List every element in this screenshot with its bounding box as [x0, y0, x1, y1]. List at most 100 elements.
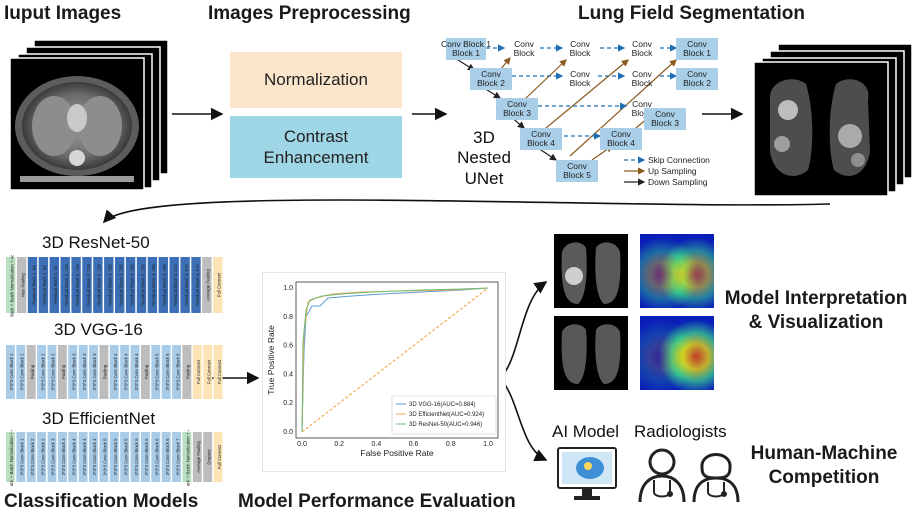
unet-legend-up: Up Sampling — [648, 166, 697, 176]
svg-text:Conv: Conv — [655, 109, 676, 119]
svg-text:Full Connect: Full Connect — [217, 272, 222, 297]
roc-curve-resnet — [301, 287, 489, 433]
roc-legend-vgg: 3D VGG-16(AUC=0.884) — [409, 402, 476, 408]
svg-text:3*3*3 Conv Block 7: 3*3*3 Conv Block 7 — [175, 438, 180, 476]
roc-x-tick: 0.8 — [446, 441, 456, 448]
svg-text:Residual Block 3, 256: Residual Block 3, 256 — [129, 264, 134, 306]
svg-text:Residual Block 1, 64: Residual Block 1, 64 — [53, 265, 58, 305]
architecture-layer: Full Connect — [192, 345, 202, 399]
svg-text:Conv Block + Batch Normalizati: Conv Block + Batch Normalization + Activ… — [9, 255, 14, 317]
svg-text:Block 3: Block 3 — [503, 108, 531, 118]
resnet-title: 3D ResNet-50 — [42, 233, 150, 252]
architecture-layer: 3*3*3 Conv Block 2 — [37, 432, 47, 482]
architecture-layer: 3*3*3 Conv Block 6 — [151, 432, 161, 482]
svg-text:Block 1: Block 1 — [683, 48, 711, 58]
svg-text:3*3*3 Conv Block 3: 3*3*3 Conv Block 3 — [51, 438, 56, 476]
roc-legend-resnet: 3D ResNet-50(AUC=0.946) — [409, 422, 482, 428]
architecture-layer: Dropout — [203, 432, 213, 482]
svg-text:Pooling: Pooling — [144, 364, 149, 379]
architecture-layer: Full Connect — [213, 257, 223, 313]
input-ct-stack — [9, 39, 169, 191]
svg-text:Residual Block 1, 64: Residual Block 1, 64 — [31, 265, 36, 305]
svg-text:3*3*3 Conv Block 6: 3*3*3 Conv Block 6 — [155, 438, 160, 476]
svg-text:Pooling: Pooling — [61, 364, 66, 379]
architecture-layer: 3*3*3 Conv Block 4 — [120, 345, 130, 399]
svg-text:3*3*3 Conv Block 5: 3*3*3 Conv Block 5 — [175, 353, 180, 391]
svg-text:3*3*3 Conv Block 1: 3*3*3 Conv Block 1 — [9, 353, 14, 391]
architecture-layer: 3*3*3 Conv Block 4 — [109, 345, 119, 399]
svg-text:Conv: Conv — [632, 69, 653, 79]
architecture-layer: Full Connect — [213, 345, 223, 399]
architecture-layer: 3*3*3 Conv Block 4 — [130, 345, 140, 399]
architecture-layer: 3*3*3 Conv Block 5 — [172, 345, 181, 399]
svg-text:Full Connect: Full Connect — [206, 359, 211, 384]
svg-text:3*3*3 Conv Block 4: 3*3*3 Conv Block 4 — [71, 438, 76, 476]
svg-text:Conv: Conv — [570, 39, 591, 49]
svg-text:Residual Block 2, 128: Residual Block 2, 128 — [86, 264, 91, 306]
architecture-layer: Pooling — [99, 345, 109, 399]
roc-ylabel: True Positive Rate — [266, 325, 276, 395]
resnet-architecture: Conv Block + Batch Normalization + Activ… — [6, 255, 223, 317]
architecture-layer: 3*3*3 Conv Block 5 — [151, 345, 161, 399]
architecture-layer: 3*3*3 Conv Block 2 — [37, 345, 47, 399]
svg-text:Block: Block — [570, 78, 592, 88]
svg-text:Conv: Conv — [687, 39, 708, 49]
svg-text:Residual Block 3, 256: Residual Block 3, 256 — [162, 264, 167, 306]
efficientnet-architecture: Conv Block + Batch Normalization + Activ… — [6, 430, 223, 486]
architecture-layer: 3*3*3 Conv Block 1 — [6, 345, 15, 399]
architecture-layer: Residual Block 3, 256 — [104, 257, 114, 313]
svg-text:Block: Block — [632, 78, 654, 88]
architecture-layer: 3*3*3 Conv Block 5 — [109, 432, 119, 482]
header-classification-models: Classification Models — [4, 491, 199, 512]
architecture-layer: Residual Block 3, 256 — [115, 257, 125, 313]
svg-text:Conv: Conv — [687, 69, 708, 79]
svg-text:3*3*3 Conv Block 2: 3*3*3 Conv Block 2 — [40, 353, 45, 391]
svg-text:Conv: Conv — [567, 161, 588, 171]
svg-text:3*3*3 Conv Block 1: 3*3*3 Conv Block 1 — [20, 438, 25, 476]
svg-text:3*3*3 Conv Block 6: 3*3*3 Conv Block 6 — [144, 438, 149, 476]
architecture-layer: Full Connect — [213, 432, 223, 482]
svg-text:Conv: Conv — [507, 99, 528, 109]
architecture-layer: Residual Block 3, 256 — [158, 257, 168, 313]
architecture-layer: Residual Block 4, 512 — [191, 257, 201, 313]
svg-text:Average Pooling: Average Pooling — [196, 441, 201, 473]
architecture-layer: Residual Block 3, 256 — [147, 257, 158, 313]
svg-text:3*3*3 Conv Block 4: 3*3*3 Conv Block 4 — [113, 353, 118, 391]
architecture-layer: 3*3*3 Conv Block 3 — [57, 432, 67, 482]
svg-text:Block: Block — [632, 108, 654, 118]
roc-x-tick: 0.4 — [372, 441, 382, 448]
svg-text:Max Pooling: Max Pooling — [20, 273, 25, 297]
vgg-title: 3D VGG-16 — [54, 320, 143, 339]
svg-text:Block: Block — [514, 48, 536, 58]
architecture-layer: 3*3*3 Conv Block 3 — [68, 345, 78, 399]
architecture-layer: 3*3*3 Conv Block 5 — [120, 432, 130, 482]
svg-text:Block 4: Block 4 — [527, 138, 555, 148]
architecture-layer: Residual Block 1, 64 — [27, 257, 38, 313]
svg-text:Conv Block + Batch Normalizati: Conv Block + Batch Normalization + Activ… — [186, 430, 191, 486]
roc-x-tick: 0.0 — [297, 441, 307, 448]
architecture-layer: 3*3*3 Conv Block 1 — [16, 345, 26, 399]
svg-text:3*3*3 Conv Block 2: 3*3*3 Conv Block 2 — [40, 438, 45, 476]
svg-text:Residual Block 4, 512: Residual Block 4, 512 — [173, 264, 178, 306]
svg-text:Block 2: Block 2 — [477, 78, 505, 88]
svg-text:Block: Block — [632, 48, 654, 58]
svg-text:Block 5: Block 5 — [563, 170, 591, 180]
architecture-layer: Residual Block 3, 256 — [125, 257, 136, 313]
header-images-preprocessing: Images Preprocessing — [208, 3, 411, 24]
svg-text:3*3*3 Conv Block 5: 3*3*3 Conv Block 5 — [103, 438, 108, 476]
svg-text:Residual Block 2, 128: Residual Block 2, 128 — [97, 264, 102, 306]
architecture-layer: Full Connect — [203, 345, 213, 399]
svg-text:3*3*3 Conv Block 6: 3*3*3 Conv Block 6 — [165, 438, 170, 476]
svg-text:Full Connect: Full Connect — [217, 359, 222, 384]
svg-text:Conv: Conv — [531, 129, 552, 139]
header-model-interpretation: Model Interpretation & Visualization — [724, 288, 908, 333]
radiologist-icon — [692, 453, 740, 503]
radiologist-icon — [638, 448, 686, 503]
architecture-layer: Residual Block 2, 128 — [82, 257, 92, 313]
header-model-performance-evaluation: Model Performance Evaluation — [238, 491, 516, 512]
svg-text:Pooling: Pooling — [30, 364, 35, 379]
svg-text:Average Pooling: Average Pooling — [206, 269, 211, 301]
svg-text:Full Connect: Full Connect — [217, 444, 222, 469]
roc-x-tick: 0.6 — [409, 441, 419, 448]
architecture-layer: 3*3*3 Conv Block 6 — [130, 432, 140, 482]
